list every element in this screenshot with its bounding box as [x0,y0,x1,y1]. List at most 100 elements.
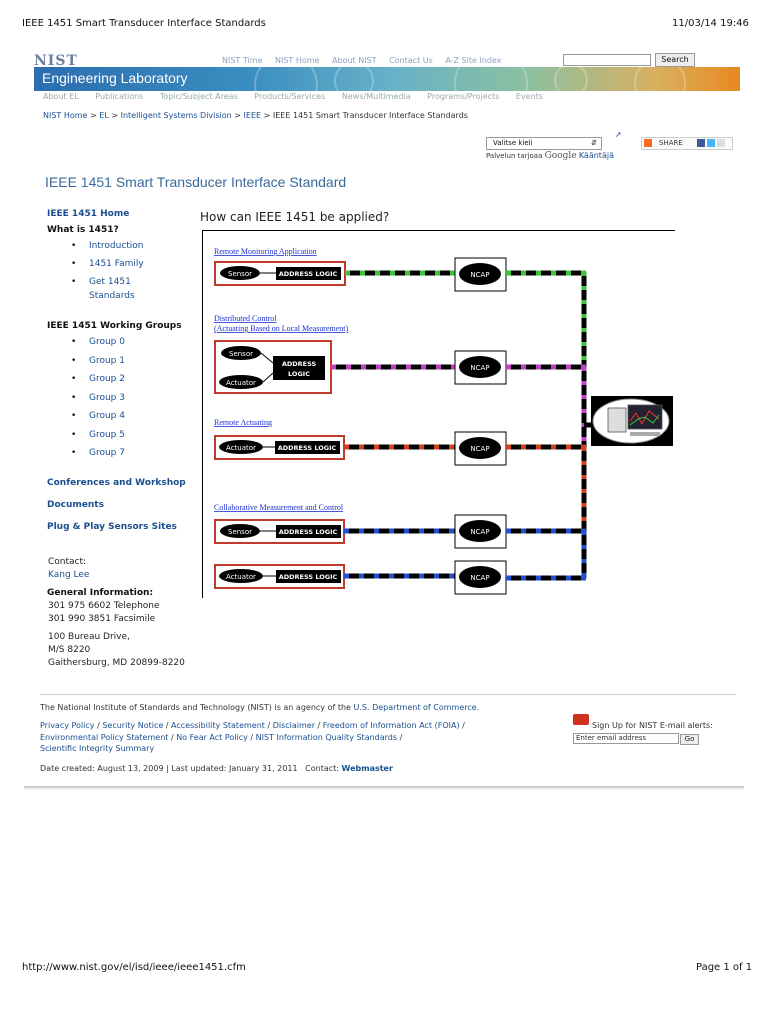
subnav-topic-areas[interactable]: Topic/Subject Areas [159,92,238,101]
diagram-left-border [202,230,203,598]
actuator-label: Actuator [226,444,256,452]
top-link-nist-home[interactable]: NIST Home [274,56,320,65]
ncap-node [459,356,501,378]
address-line-2: M/S 8220 [48,645,91,655]
arrow-icon: ➚ [615,130,622,139]
sidebar-item-group-7[interactable]: Group 7 [47,448,197,467]
nist-logo[interactable]: NIST [34,53,78,69]
banner-title[interactable]: Engineering Laboratory [42,70,188,86]
connector-line [260,352,274,364]
breadcrumb-isd[interactable]: Intelligent Systems Division [120,111,232,120]
ncap-label: NCAP [470,445,489,453]
search-button[interactable]: Search [655,53,695,67]
search-input[interactable] [563,54,651,66]
sub-navigation: About EL Publications Topic/Subject Area… [43,92,557,101]
sidebar-item-introduction[interactable]: Introduction [47,241,197,259]
contact-label: Contact: [48,557,87,567]
graph-line-icon [629,414,660,426]
environmental-policy-link[interactable]: Environmental Policy Statement [40,733,169,742]
chevron-down-icon: ⇵ [591,139,597,147]
subnav-programs[interactable]: Programs/Projects [427,92,500,101]
address-logic-block [276,267,341,280]
subnav-about-el[interactable]: About EL [43,92,79,101]
sidebar-conferences-link[interactable]: Conferences and Workshop [47,478,186,488]
actuator-node [219,440,263,454]
privacy-policy-link[interactable]: Privacy Policy [40,721,95,730]
footer-links-row-2: Environmental Policy Statement / No Fear… [40,733,403,742]
page-bottom-shadow [24,786,744,790]
top-link-about-nist[interactable]: About NIST [332,56,377,65]
subnav-products[interactable]: Products/Services [254,92,326,101]
sidebar-home-link[interactable]: IEEE 1451 Home [47,209,130,219]
top-link-nist-time[interactable]: NIST Time [222,56,263,65]
sidebar-item-group-2[interactable]: Group 2 [47,374,197,393]
share-button[interactable]: SHARE [641,137,733,150]
disclaimer-link[interactable]: Disclaimer [272,721,316,730]
address-label: ADDRESS [282,360,317,368]
sidebar-item-group-0[interactable]: Group 0 [47,337,197,356]
top-link-az-index[interactable]: A-Z Site Index [445,56,502,65]
banner: Engineering Laboratory [34,67,740,91]
email-field[interactable]: Enter email address [573,733,679,744]
date-info: Date created: August 13, 2009 | Last upd… [40,764,298,773]
language-select[interactable]: Valitse kieli ⇵ [486,137,602,150]
footer-dates: Date created: August 13, 2009 | Last upd… [40,764,393,773]
go-button[interactable]: Go [680,734,699,745]
envelope-icon [573,714,589,725]
section-question: How can IEEE 1451 be applied? [200,210,390,224]
fax-number: 301 990 3851 Facsimile [48,614,156,624]
security-notice-link[interactable]: Security Notice [102,721,164,730]
sidebar-item-group-3[interactable]: Group 3 [47,393,197,412]
app-title-distributed-control: Distributed Control [214,314,277,323]
foia-link[interactable]: Freedom of Information Act (FOIA) [322,721,460,730]
twitter-icon [707,139,715,147]
ncap-label: NCAP [470,574,489,582]
sidebar-item-family[interactable]: 1451 Family [47,259,197,277]
sidebar-item-standards[interactable]: Standards [89,291,135,301]
sidebar-plug-play-link[interactable]: Plug & Play Sensors Sites [47,522,177,532]
app-title-remote-monitoring: Remote Monitoring Application [214,247,317,256]
ncap-node [459,437,501,459]
breadcrumb: NIST Home > EL > Intelligent Systems Div… [43,111,468,120]
sidebar-item-group-4[interactable]: Group 4 [47,411,197,430]
subnav-events[interactable]: Events [515,92,543,101]
top-link-contact-us[interactable]: Contact Us [389,56,433,65]
translate-link[interactable]: Kääntäjä [578,151,614,160]
print-footer-url: http://www.nist.gov/el/isd/ieee/ieee1451… [22,962,246,973]
email-signup-label: Sign Up for NIST E-mail alerts: [592,721,713,730]
breadcrumb-el[interactable]: EL [99,111,109,120]
breadcrumb-current: IEEE 1451 Smart Transducer Interface Sta… [272,111,468,120]
sensor-label: Sensor [228,270,252,278]
sidebar-item-get-1451[interactable]: Get 1451 [47,277,197,290]
address-logic-label: ADDRESS LOGIC [279,573,338,581]
top-links: NIST Time NIST Home About NIST Contact U… [222,56,511,65]
page-title: IEEE 1451 Smart Transducer Interface Sta… [45,174,347,190]
node-row-remote-monitoring: Sensor ADDRESS LOGIC NCAP [214,257,586,292]
address-logic-block [276,570,341,583]
node-row-remote-actuating: Actuator ADDRESS LOGIC NCAP [214,431,586,466]
scientific-integrity-link[interactable]: Scientific Integrity Summary [40,744,155,753]
phone-number: 301 975 6602 Telephone [48,601,160,611]
app-title-distributed-control-sub: (Actuating Based on Local Measurement) [214,324,349,333]
sidebar-item-group-1[interactable]: Group 1 [47,356,197,375]
print-footer-page: Page 1 of 1 [696,962,753,973]
quality-standards-link[interactable]: NIST Information Quality Standards [255,733,398,742]
sidebar-item-group-5[interactable]: Group 5 [47,430,197,449]
breadcrumb-nist-home[interactable]: NIST Home [43,111,88,120]
no-fear-act-link[interactable]: No Fear Act Policy [176,733,248,742]
breadcrumb-ieee[interactable]: IEEE [243,111,262,120]
sidebar-documents-link[interactable]: Documents [47,500,104,510]
contact-name-link[interactable]: Kang Lee [48,570,90,580]
sensor-node [220,524,260,538]
commerce-link[interactable]: U.S. Department of Commerce [353,703,477,712]
breadcrumb-separator: > [263,111,271,120]
app-title-remote-actuating: Remote Actuating [214,418,272,427]
ncap-label: NCAP [470,364,489,372]
footer-divider [40,694,736,695]
address-logic-block [273,356,325,380]
graph-line-icon [629,410,660,426]
subnav-news[interactable]: News/Multimedia [341,92,411,101]
subnav-publications[interactable]: Publications [95,92,144,101]
webmaster-link[interactable]: Webmaster [341,764,393,773]
accessibility-link[interactable]: Accessibility Statement [171,721,265,730]
